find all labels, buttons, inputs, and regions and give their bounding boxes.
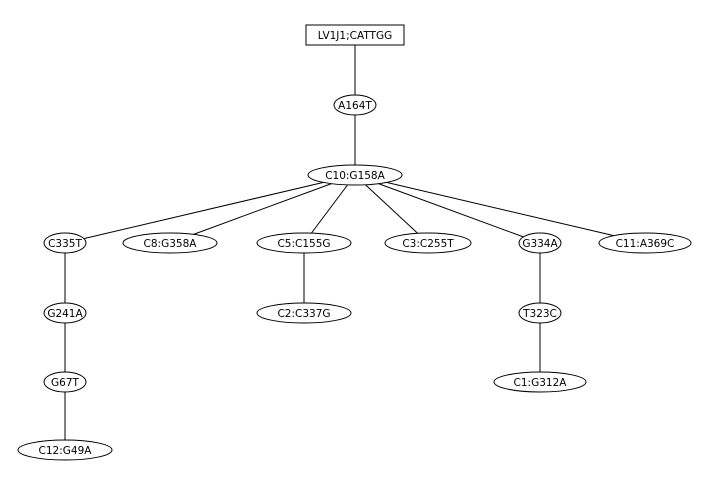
node-c335t: C335T — [43, 232, 87, 254]
edge-c10-g158a-to-g334a — [378, 183, 524, 238]
node-a164t: A164T — [333, 94, 377, 116]
node-shape — [43, 371, 87, 393]
node-shape — [518, 232, 562, 254]
node-shape — [598, 232, 692, 254]
node-shape — [307, 164, 403, 186]
tree-edges — [64, 45, 614, 440]
edge-c10-g158a-to-c3-c255t — [365, 184, 418, 234]
node-label: C12:G49A — [39, 445, 93, 457]
node-c3-c255t: C3:C255T — [384, 232, 472, 254]
edge-c10-g158a-to-c335t — [83, 181, 324, 240]
node-shape — [17, 439, 113, 461]
node-label: C5:C155G — [277, 238, 330, 250]
node-c12-g49a: C12:G49A — [17, 439, 113, 461]
node-shape — [333, 94, 377, 116]
node-shape — [493, 371, 587, 393]
root-shape — [305, 24, 405, 46]
edge-c10-g158a-to-c5-c155g — [311, 184, 348, 234]
node-g241a: G241A — [43, 302, 87, 324]
node-label: C335T — [48, 238, 82, 250]
node-label: T323C — [522, 308, 557, 320]
node-label: C10:G158A — [325, 170, 385, 182]
root-node: LV1J1;CATTGG — [305, 24, 405, 46]
node-g334a: G334A — [518, 232, 562, 254]
node-label: G241A — [47, 308, 83, 320]
node-shape — [384, 232, 472, 254]
node-label: G67T — [51, 377, 79, 389]
node-label: C11:A369C — [616, 238, 675, 250]
node-c5-c155g: C5:C155G — [256, 232, 352, 254]
node-shape — [256, 302, 352, 324]
node-c2-c337g: C2:C337G — [256, 302, 352, 324]
node-shape — [122, 232, 218, 254]
edge-c10-g158a-to-c8-g358a — [193, 183, 332, 235]
edge-c10-g158a-to-c11-a369c — [386, 181, 614, 237]
node-c1-g312a: C1:G312A — [493, 371, 587, 393]
node-label: G334A — [522, 238, 558, 250]
node-shape — [43, 232, 87, 254]
node-label: A164T — [338, 100, 372, 112]
node-label: C3:C255T — [402, 238, 454, 250]
node-shape — [256, 232, 352, 254]
node-t323c: T323C — [518, 302, 562, 324]
node-g67t: G67T — [43, 371, 87, 393]
node-c10-g158a: C10:G158A — [307, 164, 403, 186]
node-c11-a369c: C11:A369C — [598, 232, 692, 254]
node-label: C2:C337G — [277, 308, 330, 320]
node-shape — [43, 302, 87, 324]
node-c8-g358a: C8:G358A — [122, 232, 218, 254]
node-shape — [518, 302, 562, 324]
root-label: LV1J1;CATTGG — [318, 30, 393, 42]
node-label: C8:G358A — [144, 238, 198, 250]
node-label: C1:G312A — [514, 377, 568, 389]
tree-nodes: LV1J1;CATTGG A164T C10:G158A C335T C8:G358A C… — [17, 24, 692, 461]
